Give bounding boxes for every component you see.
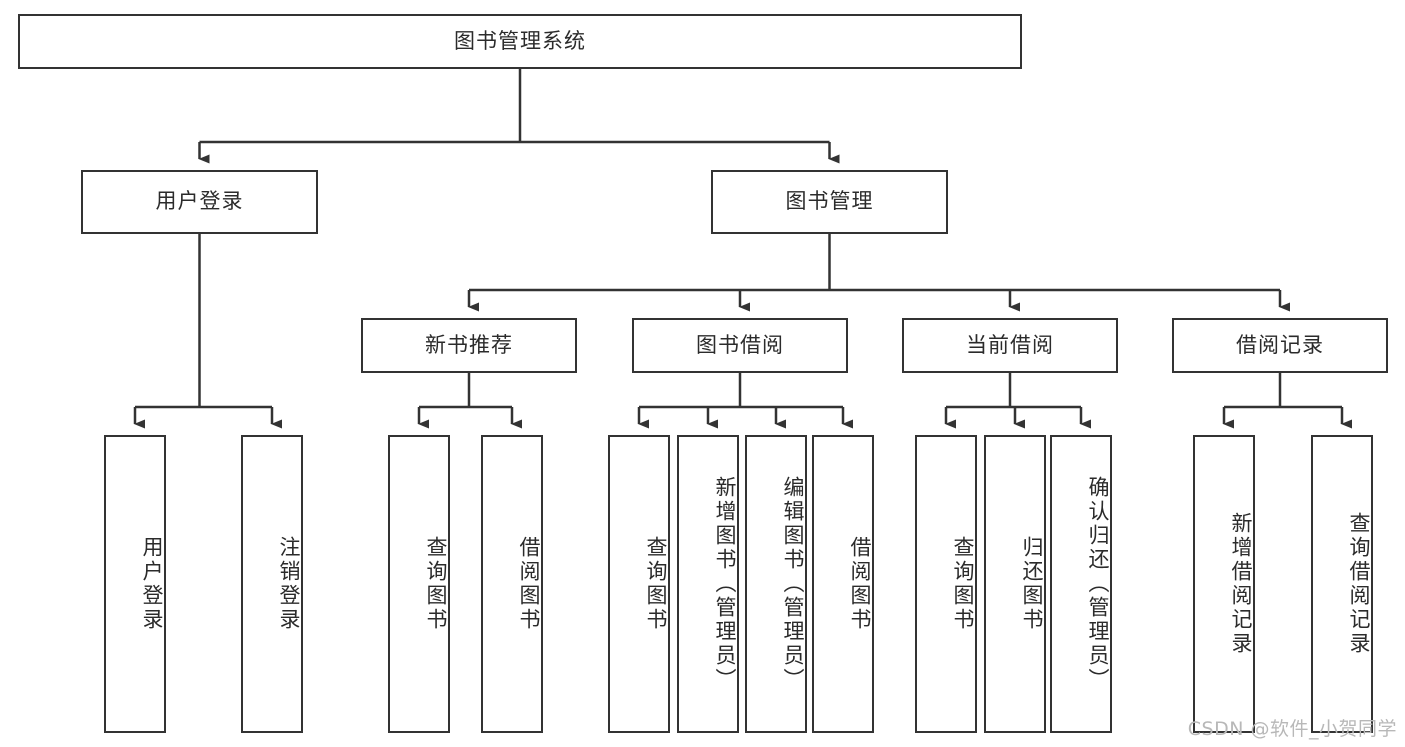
node-leaf-return-book[interactable]: 归还图书 bbox=[984, 435, 1046, 733]
node-leaf-add-book[interactable]: 新增图书（管理员） bbox=[677, 435, 739, 733]
node-leaf-add-record[interactable]: 新增借阅记录 bbox=[1193, 435, 1255, 733]
node-label: 注销登录 bbox=[277, 536, 301, 632]
node-leaf-logout[interactable]: 注销登录 bbox=[241, 435, 303, 733]
node-leaf-edit-book[interactable]: 编辑图书（管理员） bbox=[745, 435, 807, 733]
node-book-manage[interactable]: 图书管理 bbox=[711, 170, 948, 234]
node-leaf-borrow-book-2[interactable]: 借阅图书 bbox=[812, 435, 874, 733]
node-label: 查询图书 bbox=[951, 536, 975, 632]
node-leaf-confirm-return[interactable]: 确认归还（管理员） bbox=[1050, 435, 1112, 733]
node-new-book-rec[interactable]: 新书推荐 bbox=[361, 318, 577, 373]
node-label: 图书管理 bbox=[785, 189, 874, 214]
node-leaf-user-login[interactable]: 用户登录 bbox=[104, 435, 166, 733]
node-label: 归还图书 bbox=[1020, 536, 1044, 632]
node-label: 新增借阅记录 bbox=[1229, 512, 1253, 656]
node-current-borrow[interactable]: 当前借阅 bbox=[902, 318, 1118, 373]
node-label: 查询图书 bbox=[424, 536, 448, 632]
node-label: 新增图书（管理员） bbox=[713, 476, 737, 692]
node-label: 查询图书 bbox=[644, 536, 668, 632]
node-label: 借阅记录 bbox=[1236, 332, 1324, 357]
node-label: 借阅图书 bbox=[517, 536, 541, 632]
node-label: 编辑图书（管理员） bbox=[781, 476, 805, 692]
node-leaf-borrow-book-1[interactable]: 借阅图书 bbox=[481, 435, 543, 733]
node-label: 新书推荐 bbox=[425, 332, 513, 357]
node-leaf-query-book-1[interactable]: 查询图书 bbox=[388, 435, 450, 733]
watermark-text: CSDN @软件_小贺同学 bbox=[1187, 718, 1397, 740]
node-leaf-query-record[interactable]: 查询借阅记录 bbox=[1311, 435, 1373, 733]
node-label: 当前借阅 bbox=[966, 332, 1054, 357]
node-label: 确认归还（管理员） bbox=[1086, 476, 1110, 692]
node-root[interactable]: 图书管理系统 bbox=[18, 14, 1022, 69]
node-leaf-query-book-3[interactable]: 查询图书 bbox=[915, 435, 977, 733]
node-label: 图书借阅 bbox=[696, 332, 784, 357]
node-leaf-query-book-2[interactable]: 查询图书 bbox=[608, 435, 670, 733]
node-label: 借阅图书 bbox=[848, 536, 872, 632]
node-label: 查询借阅记录 bbox=[1347, 512, 1371, 656]
node-user-login[interactable]: 用户登录 bbox=[81, 170, 318, 234]
node-label: 图书管理系统 bbox=[454, 28, 586, 53]
node-book-borrow[interactable]: 图书借阅 bbox=[632, 318, 848, 373]
node-label: 用户登录 bbox=[155, 189, 244, 214]
node-label: 用户登录 bbox=[140, 536, 164, 632]
node-borrow-record[interactable]: 借阅记录 bbox=[1172, 318, 1388, 373]
